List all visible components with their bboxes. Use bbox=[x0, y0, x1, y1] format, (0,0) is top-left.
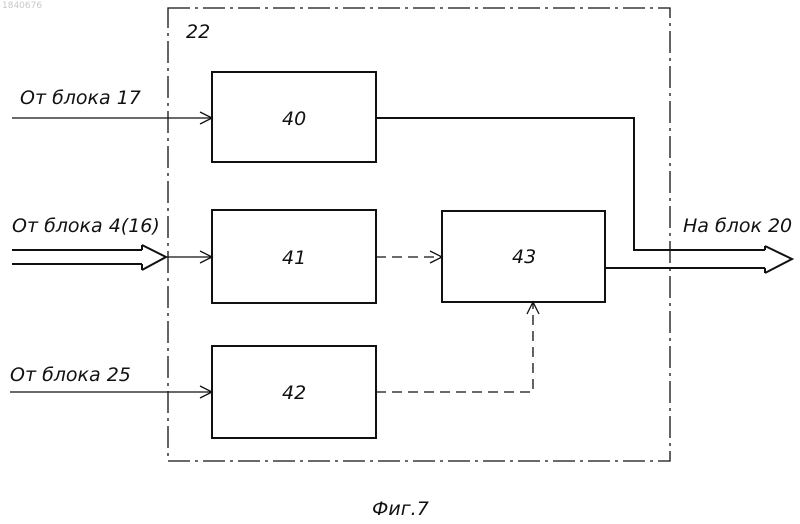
watermark-text: 1840676 bbox=[2, 1, 42, 11]
connector-block-41-to-43 bbox=[376, 251, 442, 263]
input-arrow-block-25 bbox=[10, 386, 212, 398]
block-40: 40 bbox=[212, 72, 376, 162]
input-arrow-block-17 bbox=[12, 112, 212, 124]
block-41: 41 bbox=[212, 210, 376, 303]
unit-22-label: 22 bbox=[186, 21, 210, 43]
output-label-block-20: На блок 20 bbox=[683, 215, 792, 237]
connector-block-42-to-43 bbox=[376, 302, 539, 392]
block-41-label: 41 bbox=[282, 247, 306, 269]
figure-caption: Фиг.7 bbox=[372, 498, 429, 520]
block-42-label: 42 bbox=[282, 382, 306, 404]
block-42: 42 bbox=[212, 346, 376, 438]
input-label-block-25: От блока 25 bbox=[10, 364, 131, 386]
block-43-label: 43 bbox=[512, 246, 536, 268]
input-bus-arrow-block-4-16 bbox=[12, 245, 212, 270]
block-43: 43 bbox=[442, 211, 605, 302]
block-40-label: 40 bbox=[282, 108, 306, 130]
input-label-block-4-16: От блока 4(16) bbox=[12, 215, 160, 237]
input-label-block-17: От блока 17 bbox=[20, 87, 141, 109]
